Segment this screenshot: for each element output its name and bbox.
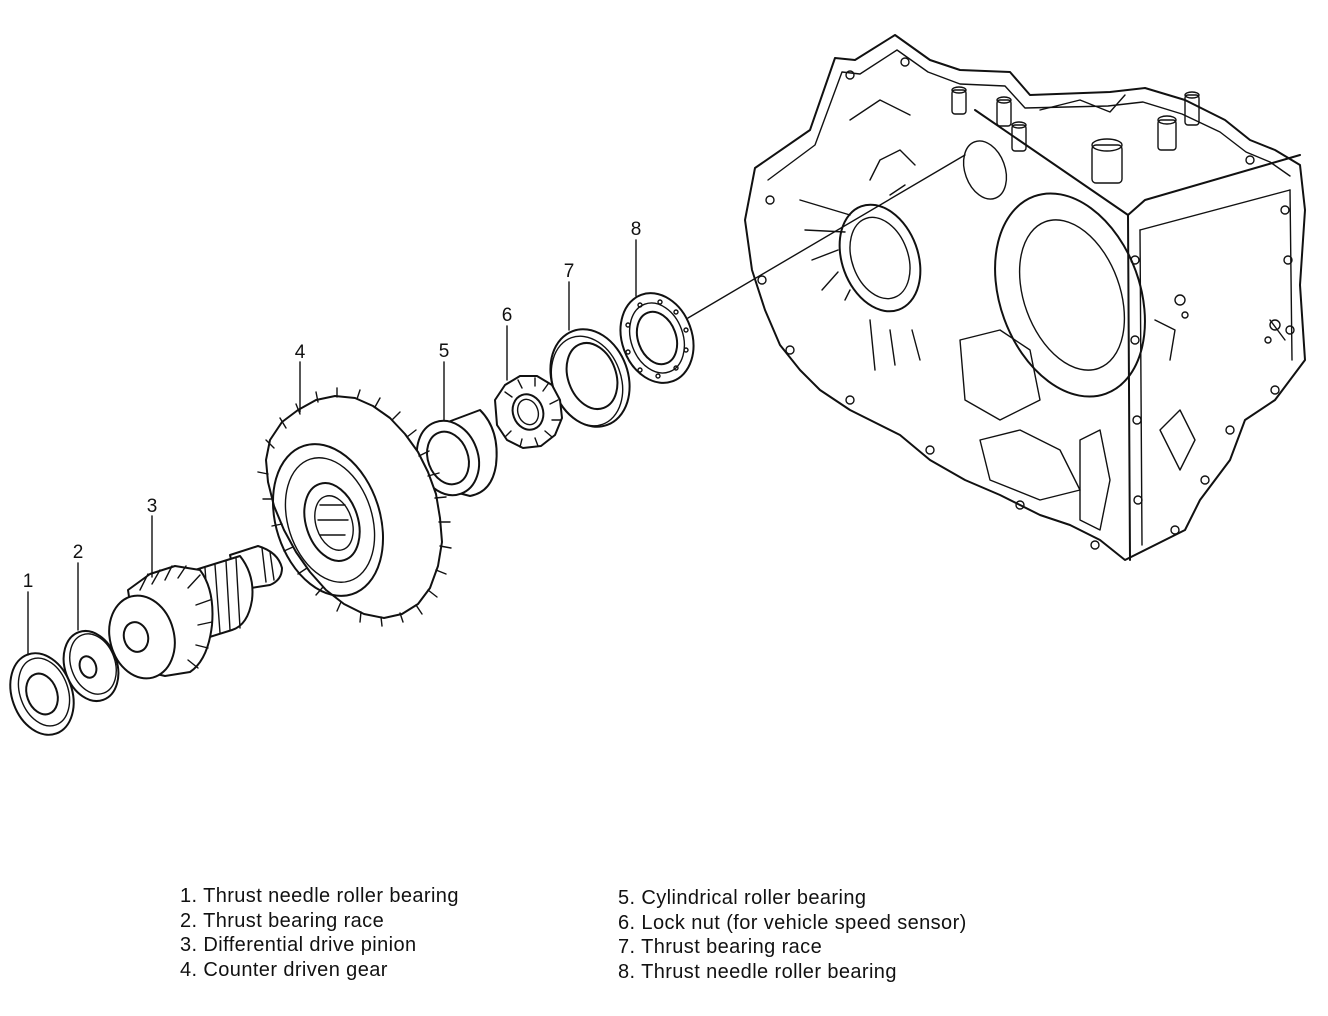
callout-2: 2 [73, 542, 84, 563]
legend-item-3: 3. Differential drive pinion [180, 934, 417, 956]
callout-3: 3 [147, 496, 158, 517]
legend-item-6: 6. Lock nut (for vehicle speed sensor) [618, 911, 967, 934]
legend-item-2: 2. Thrust bearing race [180, 909, 385, 932]
assembly-axis-line [687, 154, 966, 319]
case-bolt-holes [757, 57, 1295, 550]
legend-item-4: 4. Counter driven gear [180, 958, 388, 981]
callout-1: 1 [23, 571, 34, 592]
legend-item-5: 5. Cylindrical roller bearing [618, 887, 867, 909]
legend-item-7: 7. Thrust bearing race [618, 936, 823, 958]
legend-item-1: 1. Thrust needle roller bearing [180, 885, 459, 907]
transaxle-case [744, 34, 1306, 561]
legend-item-8: 8. Thrust needle roller bearing [618, 960, 897, 983]
callout-4: 4 [295, 342, 306, 363]
legend-left: 1. Thrust needle roller bearing 2. Thrus… [180, 884, 459, 982]
leader-lines [27, 239, 637, 656]
callout-6: 6 [502, 305, 513, 326]
part-3-differential-drive-pinion [108, 545, 283, 680]
part-8-thrust-needle-roller-bearing [619, 292, 695, 384]
callout-8: 8 [631, 219, 642, 240]
callout-5: 5 [439, 341, 450, 362]
part-4-counter-driven-gear [257, 387, 452, 627]
part-5-cylindrical-roller-bearing [415, 409, 498, 497]
part-6-lock-nut [494, 375, 563, 449]
legend-right: 5. Cylindrical roller bearing 6. Lock nu… [618, 886, 967, 984]
callout-7: 7 [564, 261, 575, 282]
case-studs [951, 86, 1200, 184]
